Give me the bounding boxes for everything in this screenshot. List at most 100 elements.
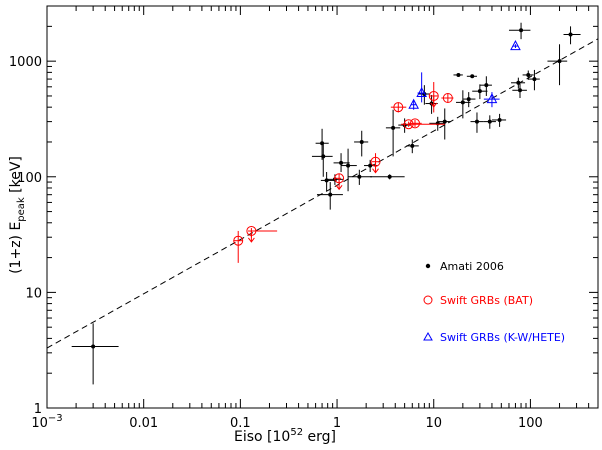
- point-marker: [474, 119, 479, 124]
- point-marker: [233, 235, 244, 246]
- x-tick-label: 0.01: [129, 416, 158, 431]
- point-marker: [532, 77, 537, 82]
- point-marker: [346, 163, 351, 168]
- data-point: [311, 144, 333, 177]
- data-point: [470, 112, 484, 133]
- y-tick-label: 1: [34, 402, 42, 417]
- point-marker: [568, 32, 573, 37]
- data-point: [316, 182, 343, 210]
- data-point: [370, 153, 381, 174]
- x-tick-label: 0.1: [230, 416, 251, 431]
- point-marker: [557, 59, 562, 64]
- point-marker: [466, 97, 471, 102]
- point-marker: [408, 98, 419, 109]
- upper-limit-arrow-head: [247, 237, 255, 243]
- data-point: [522, 70, 534, 80]
- legend: Amati 2006 Swift GRBs (BAT) Swift GRBs (…: [423, 260, 565, 344]
- data-point: [370, 174, 405, 180]
- legend-marker-triangle: [423, 331, 433, 341]
- fit-line-layer: [46, 38, 599, 349]
- point-marker: [460, 100, 465, 105]
- data-point: [483, 92, 500, 108]
- data-point: [408, 118, 422, 129]
- data-point: [334, 173, 345, 191]
- point-marker: [442, 93, 453, 104]
- point-marker: [470, 74, 475, 79]
- y-tick-label: 100: [17, 171, 42, 186]
- data-point: [528, 69, 540, 91]
- point-marker: [359, 139, 364, 144]
- x-axis-title-prefix: Eiso [10: [234, 429, 290, 445]
- point-marker: [526, 72, 531, 77]
- data-point: [341, 148, 357, 192]
- data-point: [510, 40, 521, 51]
- data-point: [508, 22, 531, 40]
- y-tick-label: 1000: [9, 55, 42, 70]
- data-point: [453, 72, 463, 77]
- data-point: [390, 102, 407, 113]
- data-point: [511, 77, 526, 89]
- point-marker: [339, 160, 344, 165]
- data-point: [441, 93, 454, 104]
- data-points-layer: [71, 22, 581, 385]
- legend-marker-circle: [423, 295, 433, 305]
- point-marker: [510, 40, 521, 51]
- data-point: [233, 230, 244, 263]
- point-marker: [391, 125, 396, 130]
- point-marker: [477, 89, 482, 94]
- data-point: [462, 92, 476, 108]
- point-marker: [487, 119, 492, 124]
- data-point: [547, 44, 568, 86]
- legend-marker-dot: [425, 263, 431, 269]
- data-point: [385, 109, 401, 157]
- y-axis-title-suffix: [keV]: [8, 156, 24, 197]
- point-marker: [456, 72, 461, 77]
- point-marker: [517, 88, 522, 93]
- point-marker: [519, 28, 524, 33]
- point-marker: [403, 119, 414, 130]
- legend-item-swift-bat: Swift GRBs (BAT): [423, 294, 533, 307]
- data-point: [491, 113, 507, 127]
- data-point: [315, 128, 329, 160]
- plot-frame: [46, 5, 599, 409]
- data-point: [418, 85, 431, 105]
- data-point: [408, 98, 419, 110]
- point-marker: [497, 117, 502, 122]
- x-axis-title-suffix: erg]: [303, 429, 336, 445]
- data-point: [563, 26, 581, 45]
- data-point: [456, 90, 471, 119]
- point-marker: [516, 80, 521, 85]
- point-marker: [91, 344, 96, 349]
- data-point: [472, 84, 488, 100]
- data-point: [354, 130, 369, 157]
- data-point: [246, 225, 278, 243]
- point-marker: [393, 102, 404, 113]
- point-marker: [324, 178, 329, 183]
- point-marker: [484, 83, 489, 88]
- y-axis-title: (1+z) Epeak [keV]: [8, 156, 27, 274]
- x-tick-label: 100: [518, 416, 543, 431]
- point-marker: [321, 154, 326, 159]
- x-tick-label: 10: [425, 416, 442, 431]
- data-point: [333, 153, 350, 172]
- point-marker: [416, 86, 427, 98]
- data-point: [401, 119, 445, 130]
- point-marker: [320, 141, 325, 146]
- legend-label-amati: Amati 2006: [440, 260, 504, 273]
- x-tick-label: 1: [333, 416, 341, 431]
- x-axis-title: Eiso [1052 erg]: [234, 427, 336, 445]
- data-point: [320, 171, 334, 192]
- y-axis-title-prefix: (1+z) E: [8, 222, 24, 274]
- point-marker: [409, 118, 420, 129]
- data-point: [364, 159, 378, 172]
- data-point: [428, 82, 439, 113]
- x-tick-label: 10−3: [31, 413, 62, 431]
- data-point: [71, 323, 119, 385]
- data-point: [348, 169, 373, 185]
- svg-text:Eiso [1052 erg]: Eiso [1052 erg]: [234, 427, 336, 445]
- upper-limit-arrow-head: [335, 185, 343, 191]
- fit-line: [46, 38, 599, 349]
- point-marker: [357, 174, 362, 179]
- data-point: [479, 76, 492, 96]
